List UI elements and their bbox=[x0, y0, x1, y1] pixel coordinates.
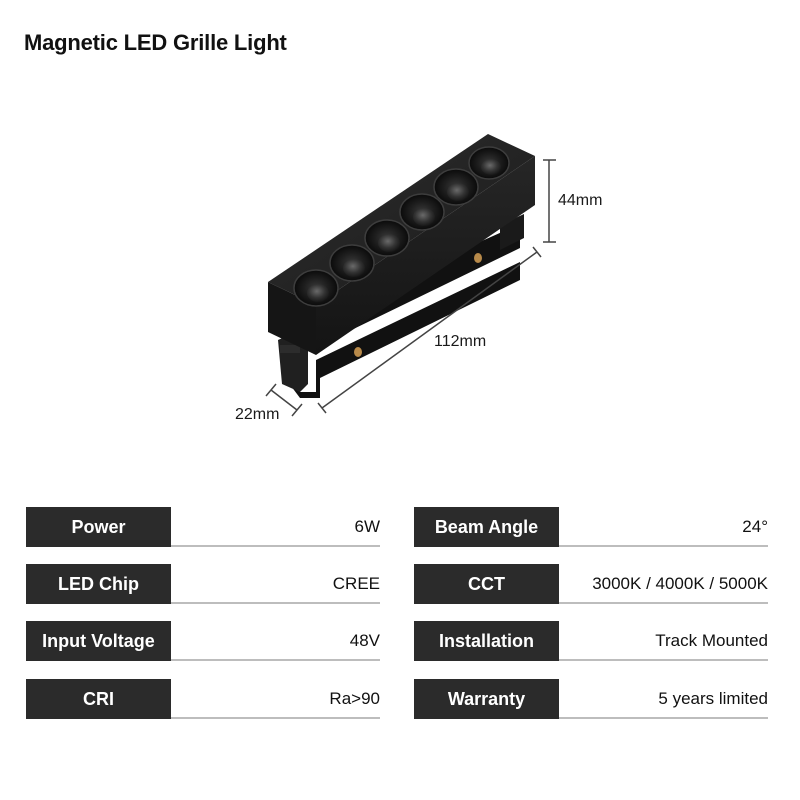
spec-divider bbox=[171, 545, 380, 547]
spec-value: 6W bbox=[354, 517, 381, 536]
spec-value: 3000K / 4000K / 5000K bbox=[592, 574, 768, 593]
spec-divider bbox=[559, 717, 768, 719]
spec-value: CREE bbox=[332, 574, 380, 593]
width-dimension-line bbox=[265, 383, 303, 417]
spec-value: Track Mounted bbox=[655, 631, 768, 650]
spec-row-input-voltage: Input Voltage 48V bbox=[26, 621, 380, 661]
spec-label: Input Voltage bbox=[26, 621, 171, 661]
spec-label: LED Chip bbox=[26, 564, 171, 604]
spec-divider bbox=[559, 602, 768, 604]
spec-row-cct: CCT 3000K / 4000K / 5000K bbox=[414, 564, 768, 604]
spec-divider bbox=[559, 545, 768, 547]
width-dimension-label: 22mm bbox=[235, 406, 280, 423]
led-cup bbox=[364, 219, 410, 257]
spec-label: Beam Angle bbox=[414, 507, 559, 547]
spec-label: CRI bbox=[26, 679, 171, 719]
length-dimension-line bbox=[317, 246, 542, 414]
led-grille bbox=[293, 146, 510, 307]
spec-row-cri: CRI Ra>90 bbox=[26, 679, 380, 719]
led-cup bbox=[468, 146, 510, 180]
spec-divider bbox=[171, 717, 380, 719]
spec-label: Power bbox=[26, 507, 171, 547]
spec-value: 24° bbox=[742, 517, 768, 536]
spec-label: Warranty bbox=[414, 679, 559, 719]
height-dimension-line bbox=[543, 159, 556, 243]
led-cup bbox=[329, 244, 375, 282]
spec-row-warranty: Warranty 5 years limited bbox=[414, 679, 768, 719]
spec-value: Ra>90 bbox=[329, 689, 380, 708]
led-cup bbox=[293, 269, 339, 307]
spec-row-power: Power 6W bbox=[26, 507, 380, 547]
spec-row-beam-angle: Beam Angle 24° bbox=[414, 507, 768, 547]
led-cup bbox=[433, 168, 479, 206]
length-dimension-label: 112mm bbox=[434, 333, 487, 350]
spec-row-installation: Installation Track Mounted bbox=[414, 621, 768, 661]
spec-label: Installation bbox=[414, 621, 559, 661]
product-image bbox=[265, 134, 556, 417]
spec-divider bbox=[171, 602, 380, 604]
connector-pin bbox=[474, 253, 482, 263]
spec-label: CCT bbox=[414, 564, 559, 604]
spec-divider bbox=[171, 659, 380, 661]
connector-pin bbox=[354, 347, 362, 357]
spec-divider bbox=[559, 659, 768, 661]
led-cup bbox=[399, 193, 445, 231]
spec-value: 5 years limited bbox=[658, 689, 768, 708]
spec-value: 48V bbox=[349, 631, 380, 650]
body-side-face bbox=[316, 156, 535, 355]
spec-row-led-chip: LED Chip CREE bbox=[26, 564, 380, 604]
height-dimension-label: 44mm bbox=[558, 192, 603, 209]
page-title: Magnetic LED Grille Light bbox=[24, 30, 287, 55]
